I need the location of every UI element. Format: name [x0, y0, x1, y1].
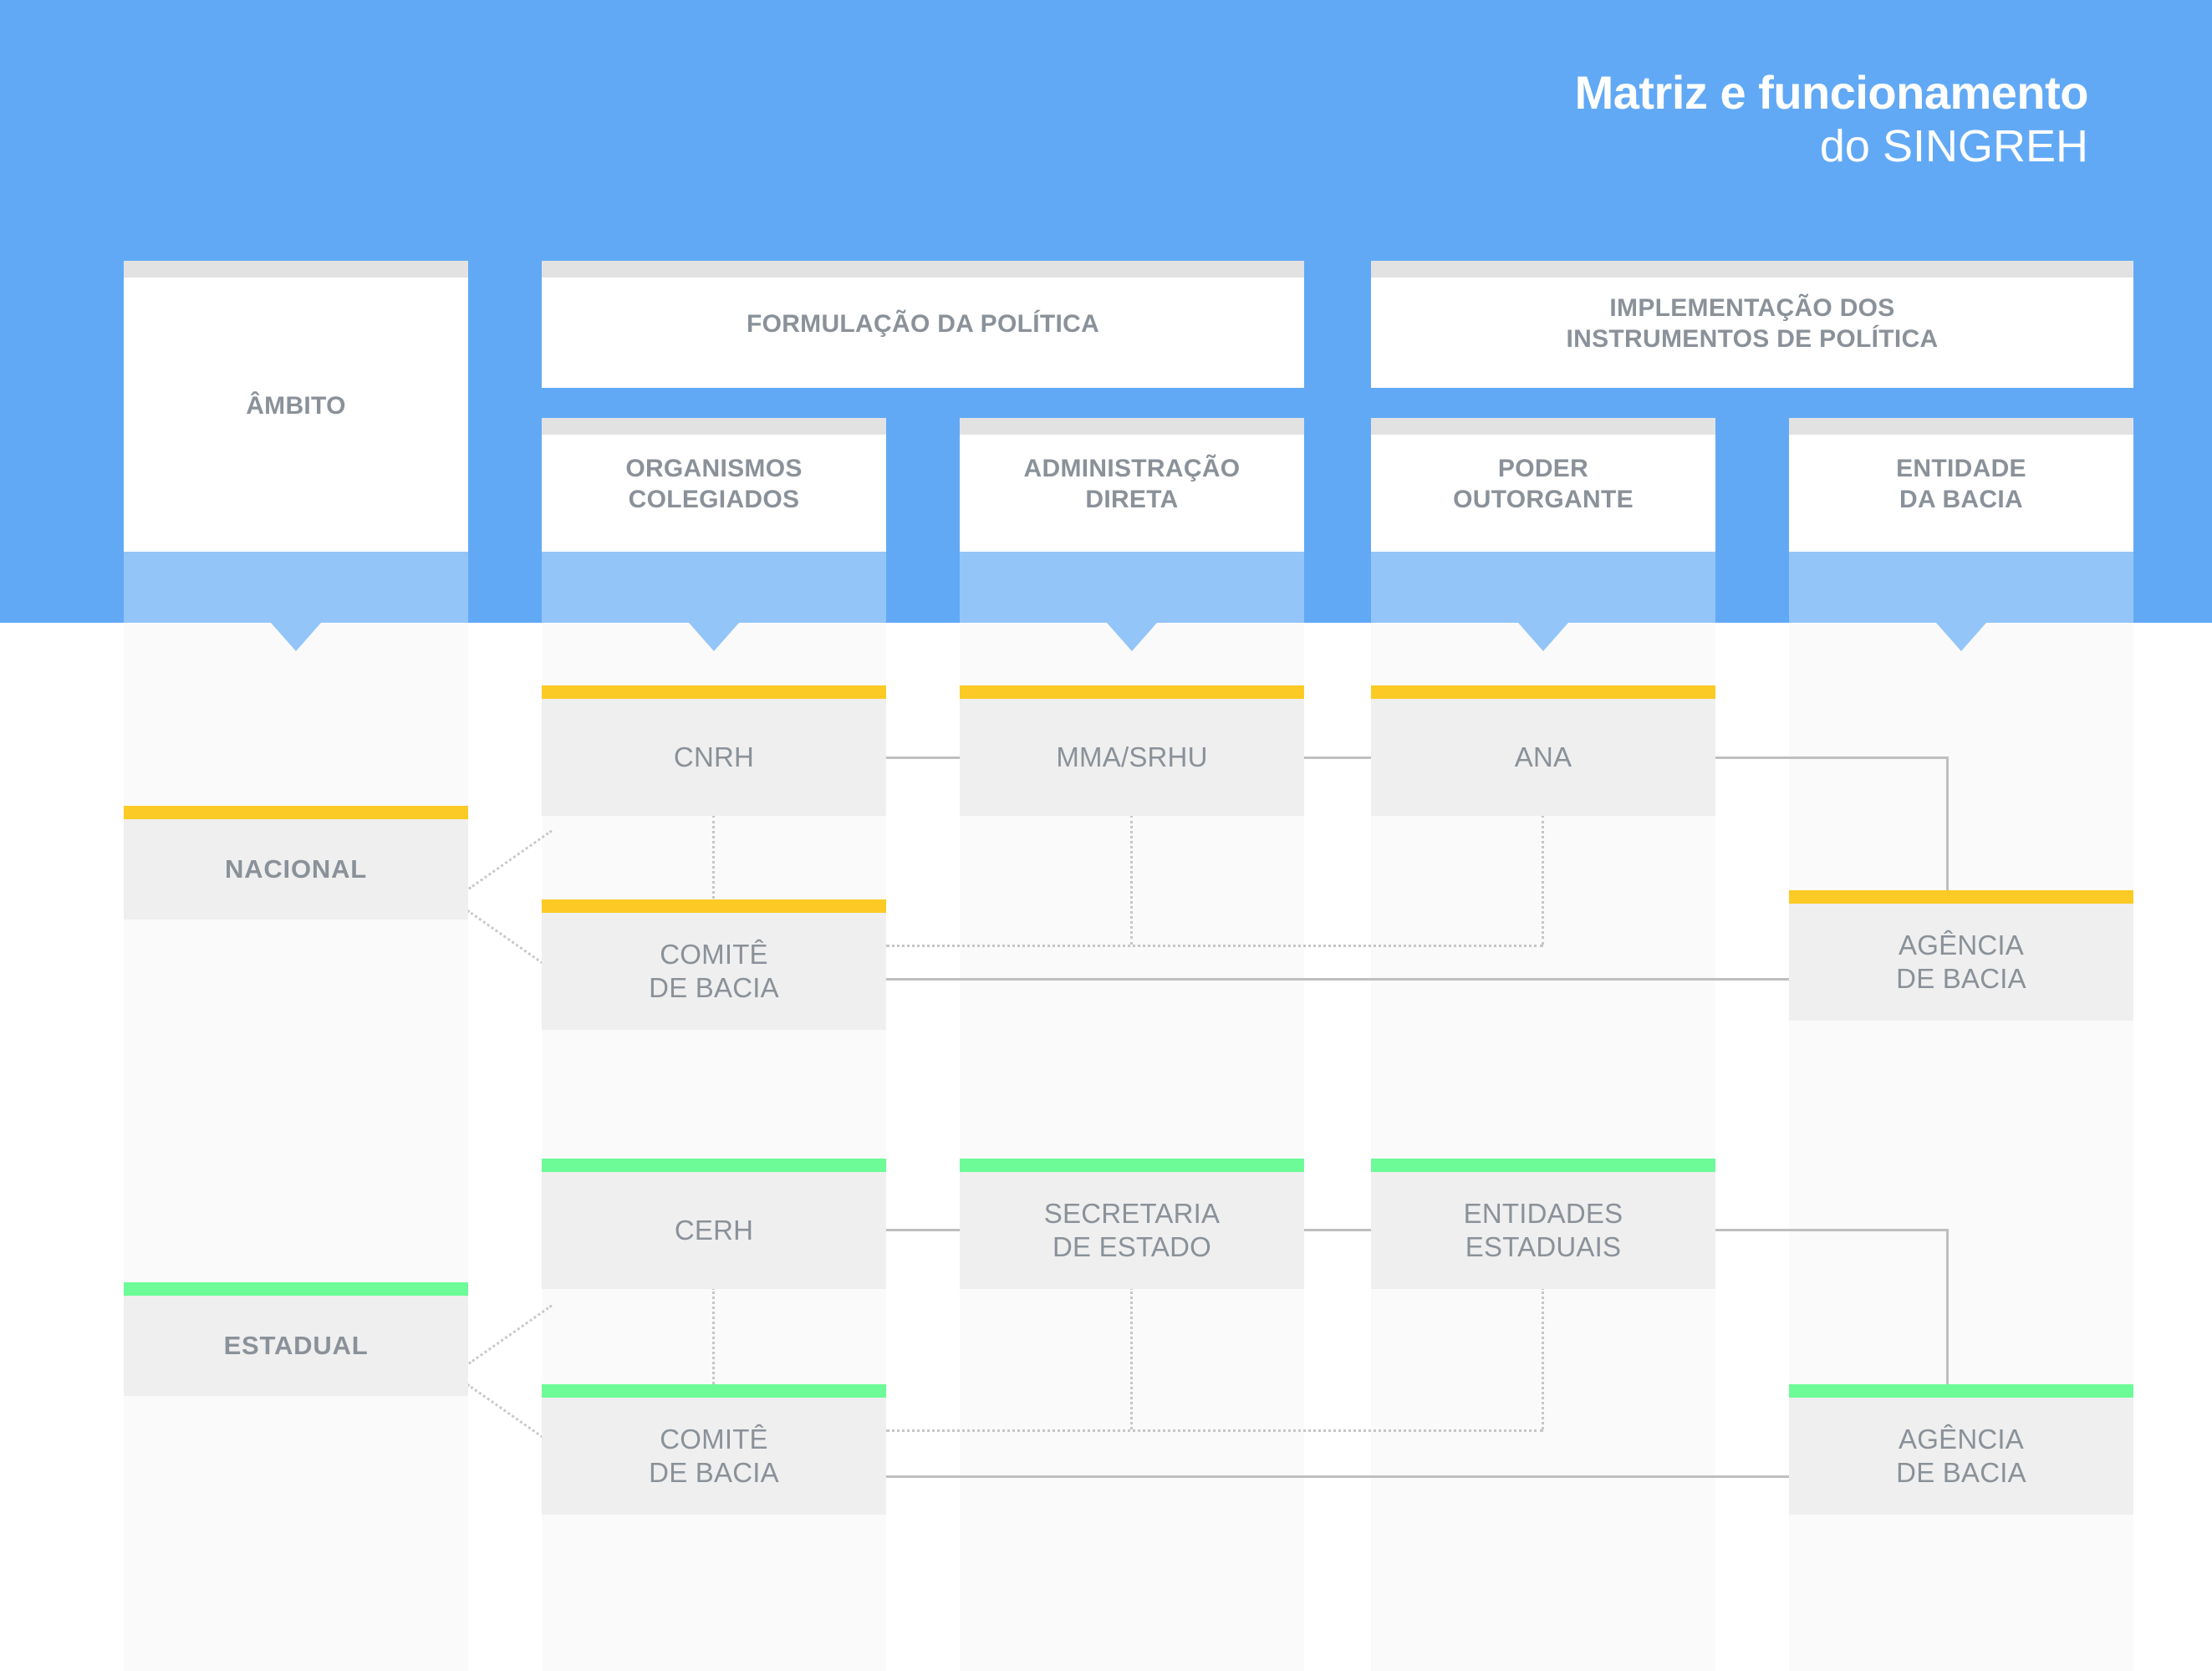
accent-bar	[960, 685, 1304, 699]
connector-ana-right	[1715, 757, 1948, 759]
card-cap	[1371, 261, 2133, 278]
connector-comite-agencia-estadual	[886, 1475, 1789, 1478]
column-bg-ambito	[124, 623, 468, 1671]
connector-entid-right	[1715, 1229, 1948, 1231]
chevron-entidade	[1936, 623, 1986, 651]
scope-label-estadual: ESTADUAL	[124, 1282, 468, 1396]
node-agencia-de-bacia-estadual-label: AGÊNCIA DE BACIA	[1896, 1423, 2026, 1488]
stem-outorgante	[1371, 552, 1715, 623]
accent-bar-nacional	[124, 806, 468, 819]
accent-bar	[542, 1384, 886, 1398]
card-cap	[960, 418, 1304, 435]
card-cap	[542, 261, 1304, 278]
connector-cnrh-mma	[886, 757, 960, 759]
page-title: Matriz e funcionamento do SINGREH	[1574, 66, 2089, 171]
column-header-organismos: ORGANISMOS COLEGIADOS	[542, 418, 886, 552]
accent-bar	[1371, 685, 1715, 699]
column-header-ambito: ÂMBITO	[124, 261, 468, 552]
accent-bar	[1789, 1384, 2133, 1398]
card-cap	[1789, 418, 2133, 435]
node-mma-srhu-label: MMA/SRHU	[1056, 741, 1208, 772]
node-cerh-label: CERH	[674, 1214, 754, 1246]
connector-secretaria-entid	[1304, 1229, 1371, 1231]
stem-ambito	[124, 552, 468, 623]
column-header-outorgante-label: PODER OUTORGANTE	[1453, 455, 1634, 513]
group-header-implementacao: IMPLEMENTAÇÃO DOS INSTRUMENTOS DE POLÍTI…	[1371, 261, 2133, 388]
column-header-organismos-label: ORGANISMOS COLEGIADOS	[625, 455, 803, 513]
stem-admin	[960, 552, 1304, 623]
node-comite-de-bacia-estadual[interactable]: COMITÊ DE BACIA	[542, 1384, 886, 1515]
node-comite-de-bacia-estadual-label: COMITÊ DE BACIA	[649, 1423, 779, 1488]
chevron-ambito	[271, 623, 321, 651]
node-secretaria-de-estado-label: SECRETARIA DE ESTADO	[1043, 1197, 1221, 1262]
card-cap	[1371, 418, 1715, 435]
column-header-ambito-label: ÂMBITO	[246, 391, 346, 420]
chevron-admin	[1107, 623, 1157, 651]
connector-down-agencia-estadual	[1946, 1229, 1949, 1396]
connector-dotted-cnrh-down	[712, 815, 715, 945]
chevron-outorgante	[1518, 623, 1568, 651]
connector-dotted-entid-down	[1542, 1287, 1544, 1429]
node-agencia-de-bacia-estadual[interactable]: AGÊNCIA DE BACIA	[1789, 1384, 2133, 1515]
column-header-admin: ADMINISTRAÇÃO DIRETA	[960, 418, 1304, 552]
title-main: Matriz e funcionamento	[1574, 66, 2089, 119]
accent-bar	[1789, 890, 2133, 904]
connector-dotted-ana-down	[1542, 815, 1544, 945]
node-agencia-de-bacia-nacional-label: AGÊNCIA DE BACIA	[1896, 929, 2026, 994]
column-header-admin-label: ADMINISTRAÇÃO DIRETA	[1023, 455, 1241, 513]
card-cap	[124, 261, 468, 278]
accent-bar	[542, 685, 886, 699]
node-ana-label: ANA	[1514, 741, 1572, 772]
card-cap	[542, 418, 886, 435]
accent-bar-estadual	[124, 1282, 468, 1296]
node-cnrh-label: CNRH	[673, 741, 755, 772]
connector-nacional-to-cnrh	[468, 829, 553, 890]
scope-label-nacional-text: NACIONAL	[225, 854, 367, 884]
scope-label-estadual-text: ESTADUAL	[223, 1331, 369, 1361]
accent-bar	[960, 1159, 1304, 1172]
node-ana[interactable]: ANA	[1371, 685, 1715, 816]
connector-cerh-secretaria	[886, 1229, 960, 1231]
connector-dotted-bus-nacional	[886, 945, 1543, 947]
accent-bar	[1371, 1159, 1715, 1172]
stem-organismos	[542, 552, 886, 623]
connector-dotted-secretaria-down	[1130, 1287, 1133, 1429]
node-entidades-estaduais[interactable]: ENTIDADES ESTADUAIS	[1371, 1159, 1715, 1289]
column-header-entidade-label: ENTIDADE DA BACIA	[1896, 455, 2026, 513]
group-header-formulacao: FORMULAÇÃO DA POLÍTICA	[542, 261, 1304, 388]
scope-label-nacional: NACIONAL	[124, 806, 468, 920]
connector-dotted-cerh-down	[712, 1287, 715, 1429]
connector-dotted-mma-down	[1130, 815, 1133, 945]
group-header-formulacao-label: FORMULAÇÃO DA POLÍTICA	[746, 309, 1100, 338]
chevron-organismos	[689, 623, 739, 651]
accent-bar	[542, 1159, 886, 1172]
connector-nacional-to-comite	[466, 909, 552, 970]
node-mma-srhu[interactable]: MMA/SRHU	[960, 685, 1304, 816]
node-cnrh[interactable]: CNRH	[542, 685, 886, 816]
connector-dotted-bus-estadual	[886, 1429, 1543, 1432]
connector-comite-agencia-nacional	[886, 978, 1789, 981]
node-comite-de-bacia-nacional-label: COMITÊ DE BACIA	[649, 938, 779, 1003]
group-header-implementacao-label: IMPLEMENTAÇÃO DOS INSTRUMENTOS DE POLÍTI…	[1566, 294, 1939, 353]
connector-down-agencia-nacional	[1946, 757, 1949, 890]
title-sub: do SINGREH	[1819, 120, 2088, 171]
connector-mma-ana	[1304, 757, 1371, 759]
stem-entidade	[1789, 552, 2133, 623]
column-header-outorgante: PODER OUTORGANTE	[1371, 418, 1715, 552]
connector-estadual-to-comite	[466, 1383, 552, 1444]
node-entidades-estaduais-label: ENTIDADES ESTADUAIS	[1463, 1197, 1623, 1262]
node-agencia-de-bacia-nacional[interactable]: AGÊNCIA DE BACIA	[1789, 890, 2133, 1021]
column-header-entidade: ENTIDADE DA BACIA	[1789, 418, 2133, 552]
node-secretaria-de-estado[interactable]: SECRETARIA DE ESTADO	[960, 1159, 1304, 1289]
node-cerh[interactable]: CERH	[542, 1159, 886, 1289]
connector-estadual-to-cerh	[468, 1304, 553, 1365]
node-comite-de-bacia-nacional[interactable]: COMITÊ DE BACIA	[542, 899, 886, 1030]
accent-bar	[542, 899, 886, 913]
